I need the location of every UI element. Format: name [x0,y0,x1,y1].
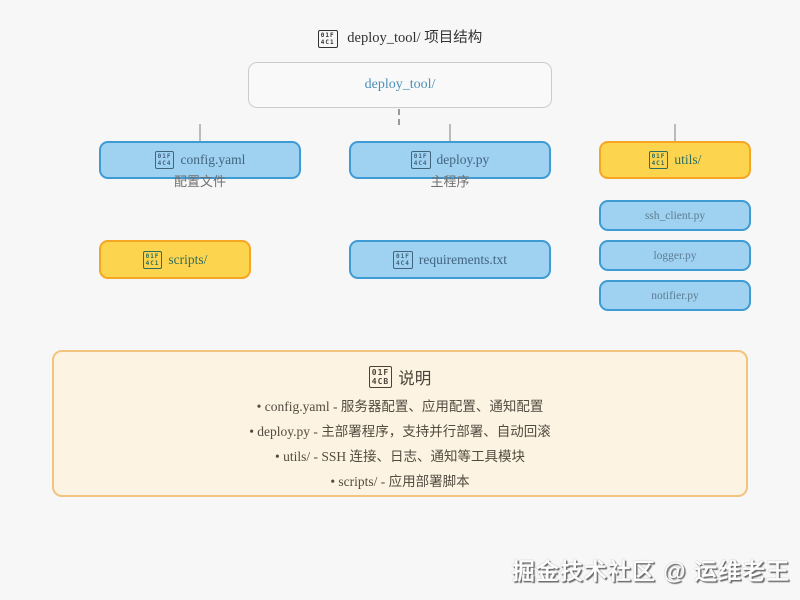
legend-item-utils: • utils/ - SSH 连接、日志、通知等工具模块 [275,449,525,464]
node-label: config.yaml [180,152,246,167]
legend-item-config: • config.yaml - 服务器配置、应用配置、通知配置 [256,399,544,414]
node-logger-py: logger.py [599,240,751,271]
node-label: logger.py [653,249,697,262]
node-label: deploy.py [436,152,490,167]
node-label: scripts/ [168,251,208,267]
diagram-title: 01F 4C1 deploy_tool/ 项目结构 [0,26,800,48]
folder-missing-glyph-icon: 01F 4C1 [142,250,163,269]
node-deploy-py: 01F 4C4 deploy.py [349,141,551,179]
node-label: utils/ [674,152,702,167]
node-utils: 01F 4C1 utils/ [599,141,751,179]
file-missing-glyph-icon: 01F 4C4 [410,151,431,169]
legend-item-deploy: • deploy.py - 主部署程序，支持并行部署、自动回滚 [249,424,551,439]
legend-title-text: 说明 [398,369,432,388]
clipboard-missing-glyph-icon: 01F 4CB [368,366,393,388]
node-label: deploy_tool/ [364,77,436,92]
root-dashed-connector [398,109,400,125]
node-requirements-txt: 01F 4C4 requirements.txt [349,240,551,279]
node-label: ssh_client.py [644,209,706,222]
legend-item-scripts: • scripts/ - 应用部署脚本 [330,474,470,489]
connector-deploy [449,124,451,141]
node-deploy-tool-root: deploy_tool/ [248,62,552,108]
node-label: notifier.py [651,289,699,302]
file-missing-glyph-icon: 01F 4C4 [393,250,413,269]
node-notifier-py: notifier.py [599,280,751,311]
file-missing-glyph-icon: 01F 4C4 [154,151,175,169]
legend-title: 01F 4CB 说明 [54,365,746,389]
connector-utils [674,124,676,141]
node-config-yaml: 01F 4C4 config.yaml [99,141,301,179]
folder-missing-glyph-icon: 01F 4C1 [648,151,669,169]
legend-panel: 01F 4CB 说明 • config.yaml - 服务器配置、应用配置、通知… [52,350,748,497]
diagram-title-text: deploy_tool/ 项目结构 [347,30,483,46]
node-scripts: 01F 4C1 scripts/ [99,240,251,279]
watermark: 掘金技术社区 @ 运维老王 [511,558,790,584]
folder-missing-glyph-icon: 01F 4C1 [317,29,338,48]
node-ssh-client-py: ssh_client.py [599,200,751,231]
connector-config [199,124,201,141]
node-label: requirements.txt [418,251,507,267]
